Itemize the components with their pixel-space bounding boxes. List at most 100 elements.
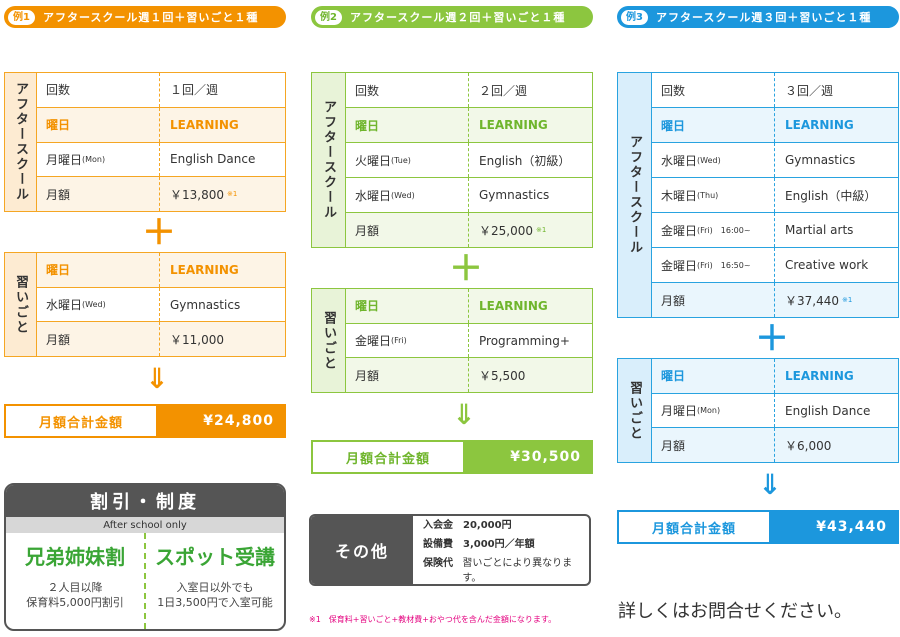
example-3-title: アフタースクール週３回＋習いごと１種	[655, 11, 872, 24]
discount-box: 割引・制度 After school only 兄弟姉妹割 ２人目以降 保育料5…	[4, 483, 286, 631]
fee-value: 3,000円／年額	[463, 539, 535, 550]
row-value: English Dance	[170, 152, 256, 167]
spot-attendance: スポット受講 入室日以外でも 1日3,500円で入室可能	[144, 533, 284, 629]
ex1-total-label: 月額合計金額	[38, 415, 123, 431]
example-1-tag: 例1	[8, 9, 35, 25]
row-value: Gymnastics	[170, 297, 241, 312]
discount-title: 割引・制度	[6, 485, 284, 517]
row-value: LEARNING	[479, 118, 548, 132]
row-key: 水曜日(Wed)	[346, 178, 469, 212]
day-sub: (Fri) 16:50~	[697, 260, 751, 270]
table-row: 水曜日(Wed) Gymnastics	[652, 143, 898, 178]
example-3-tag: 例3	[621, 9, 648, 25]
row-value: LEARNING	[785, 368, 854, 383]
ex1-lesson-label: 習いごと	[5, 253, 37, 356]
row-key: 回数	[652, 73, 775, 107]
other-fees-label: その他	[311, 516, 413, 584]
row-value: LEARNING	[170, 117, 239, 132]
row-key: 曜日	[652, 359, 775, 393]
row-value: Gymnastics	[785, 153, 856, 167]
footnote-mark: ※1	[842, 296, 853, 304]
day-label: 金曜日	[355, 334, 392, 348]
table-row: 金曜日(Fri)Programming+	[346, 323, 592, 359]
ex2-total-label: 月額合計金額	[345, 451, 430, 467]
row-key: 月額	[652, 283, 775, 317]
spot-attendance-line1: 入室日以外でも	[176, 581, 254, 594]
sibling-discount: 兄弟姉妹割 ２人目以降 保育料5,000円割引	[6, 533, 144, 629]
footnote-mark: ※1	[227, 190, 238, 199]
day-sub: (Fri) 16:00~	[697, 225, 751, 235]
fee-row: 保険代習いごとにより異なります。	[423, 554, 589, 584]
ex3-afterschool-table: アフタースクール 回数 ３回／週 曜日 LEARNING 水曜日(Wed) Gymna…	[617, 72, 899, 318]
row-value: ￥11,000	[170, 332, 224, 347]
row-value: ￥25,000※1	[469, 213, 592, 247]
day-label: 水曜日	[661, 153, 698, 168]
ex2-lesson-label: 習いごと	[312, 289, 346, 392]
row-value: English（初級）	[479, 153, 571, 168]
row-key: 金曜日(Fri)	[346, 323, 469, 358]
sibling-discount-head: 兄弟姉妹割	[25, 545, 125, 569]
row-value: １回／週	[170, 83, 219, 98]
spot-attendance-line2: 1日3,500円で入室可能	[157, 596, 273, 609]
table-row: 木曜日(Thu) English（中級）	[652, 178, 898, 213]
table-row: 月額 ￥37,440※1	[652, 283, 898, 317]
sibling-discount-line1: ２人目以降	[47, 581, 103, 594]
row-key: 曜日	[37, 253, 160, 287]
ex3-afterschool-label: アフタースクール	[618, 73, 652, 317]
row-key: 曜日	[652, 108, 775, 142]
day-sub: (Wed)	[82, 300, 106, 309]
row-value: English（中級）	[785, 188, 877, 203]
table-row: 回数 ３回／週	[652, 73, 898, 108]
example-2-title: アフタースクール週２回＋習いごと１種	[349, 11, 566, 24]
row-key: 月曜日(Mon)	[37, 142, 160, 177]
discount-subtitle: After school only	[6, 517, 284, 533]
ex2-total-value: ¥30,500	[463, 442, 591, 472]
day-label: 木曜日	[661, 188, 698, 203]
row-key: 曜日	[37, 107, 160, 142]
day-label: 金曜日	[661, 258, 698, 273]
row-key: 月額	[37, 177, 160, 211]
row-key: 回数	[346, 73, 469, 107]
row-key: 金曜日(Fri) 16:50~	[652, 248, 775, 282]
ex1-afterschool-label: アフタースクール	[5, 73, 37, 211]
table-row: 月曜日(Mon) English Dance	[37, 142, 285, 178]
row-value: English Dance	[785, 403, 871, 418]
fee-key: 設備費	[423, 539, 453, 550]
day-sub: (Wed)	[697, 155, 721, 165]
row-value: Gymnastics	[479, 188, 550, 202]
ex1-plus-icon: ＋	[142, 213, 176, 253]
row-key: 水曜日(Wed)	[652, 143, 775, 177]
day-sub: (Mon)	[82, 154, 106, 164]
example-3-header: 例3 アフタースクール週３回＋習いごと１種	[617, 6, 899, 28]
row-key: 金曜日(Fri) 16:00~	[652, 213, 775, 247]
row-key: 月額	[37, 322, 160, 357]
row-key: 木曜日(Thu)	[652, 178, 775, 212]
fee-value: 20,000円	[463, 520, 512, 531]
price: ￥37,440	[785, 293, 839, 308]
fee-key: 保険代	[423, 558, 453, 569]
spot-attendance-head: スポット受講	[155, 545, 275, 569]
price: ￥13,800	[170, 187, 224, 202]
ex2-afterschool-label: アフタースクール	[312, 73, 346, 247]
ex2-plus-icon: ＋	[449, 249, 483, 289]
example-1-header: 例1 アフタースクール週１回＋習いごと１種	[4, 6, 286, 28]
fee-value: 習いごとにより異なります。	[462, 558, 573, 584]
day-label: 金曜日	[661, 223, 698, 238]
row-value: ３回／週	[785, 83, 834, 98]
day-label: 火曜日	[355, 153, 392, 168]
row-value: LEARNING	[785, 118, 854, 132]
example-2-tag: 例2	[315, 9, 342, 25]
table-row: 火曜日(Tue)English（初級）	[346, 143, 592, 178]
footnote-text: ※1 保育料+習いごと+教材費+おやつ代を含んだ金額になります。	[309, 615, 557, 624]
day-label: 月曜日	[661, 404, 698, 418]
row-value: LEARNING	[479, 298, 548, 313]
table-row: 水曜日(Wed)Gymnastics	[37, 287, 285, 323]
row-key: 月額	[652, 428, 775, 463]
